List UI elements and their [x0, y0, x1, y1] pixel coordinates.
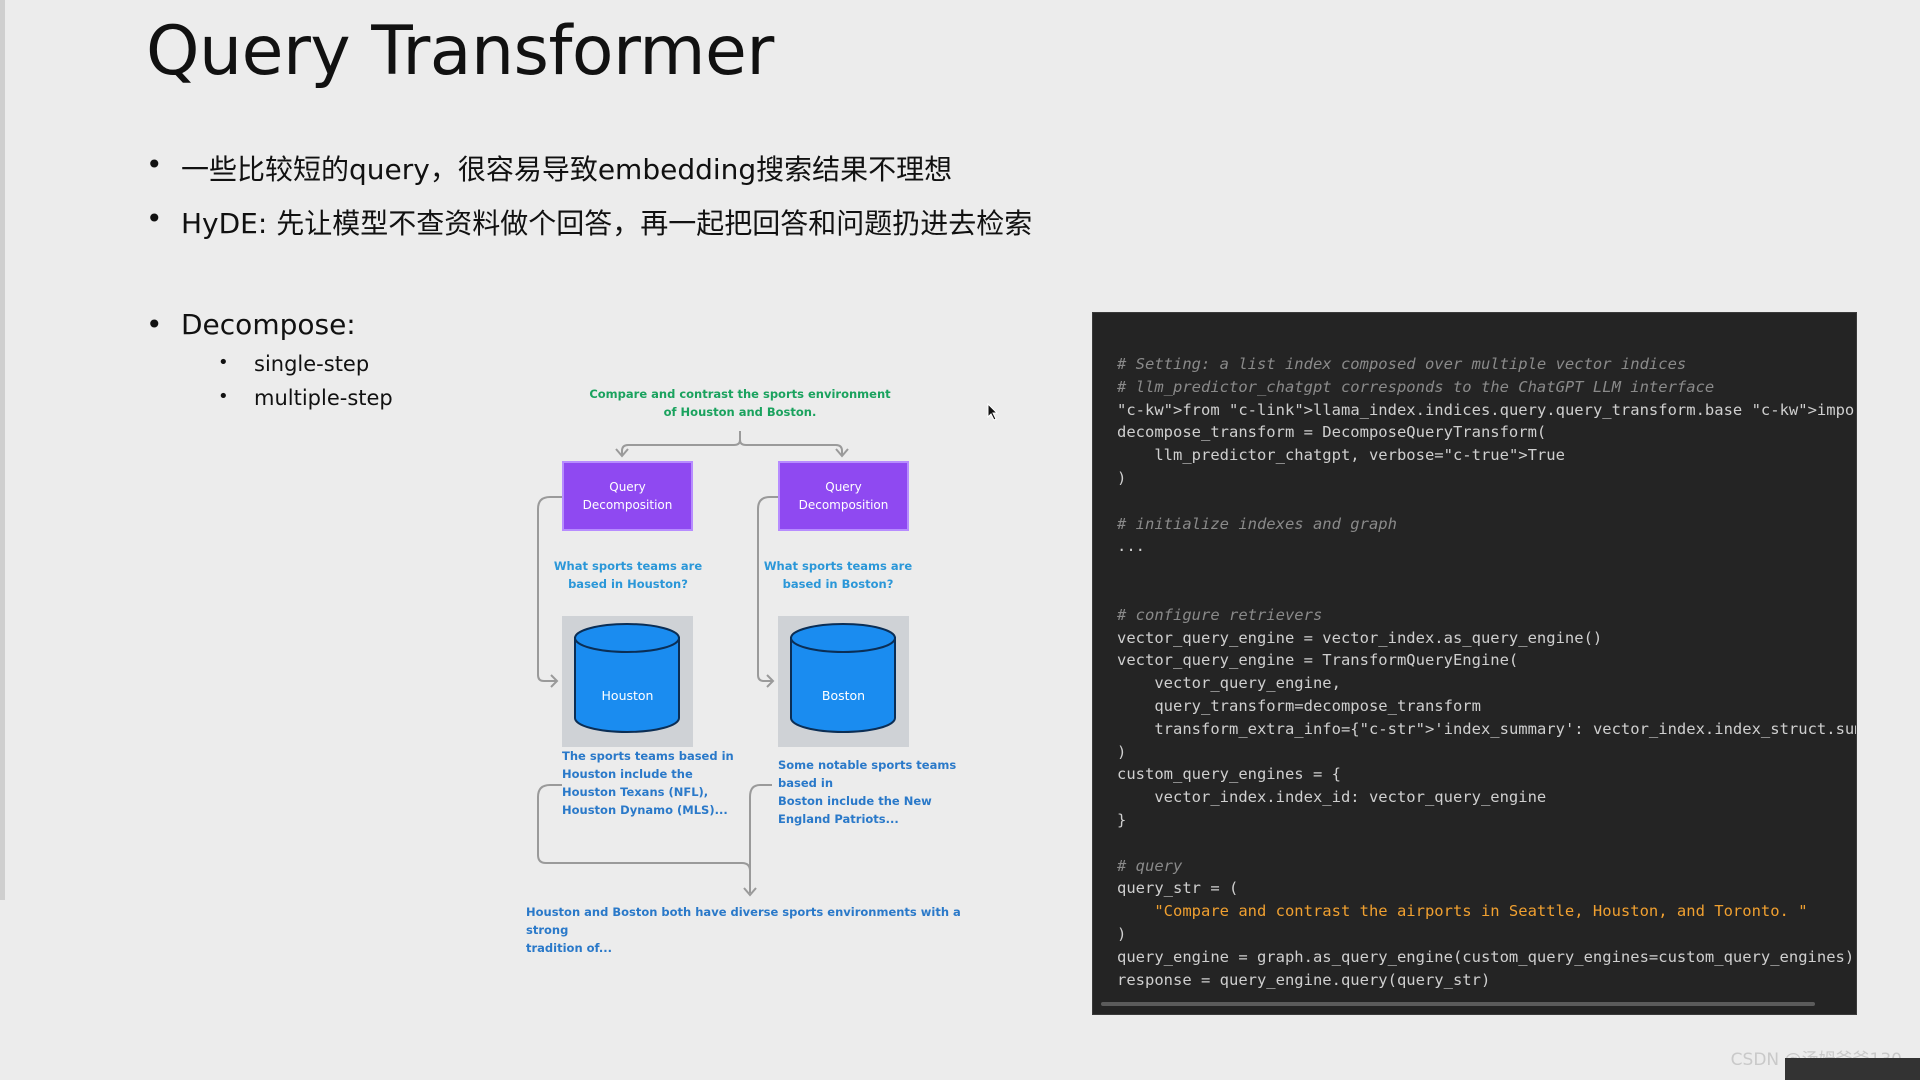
database-icon — [790, 623, 896, 733]
database-label: Boston — [821, 688, 866, 703]
answer-line: Boston include the New — [778, 794, 932, 808]
bullet-text: Decompose: — [181, 308, 356, 341]
slide-left-edge — [0, 0, 5, 900]
bullet-dot: • — [146, 148, 163, 181]
sub-bullet-text: single-step — [254, 352, 370, 376]
code-line: ​ — [1117, 558, 1856, 581]
question-line: based in Boston? — [782, 577, 894, 591]
answer-line: The sports teams based in — [562, 749, 734, 763]
bullet-dot: • — [218, 386, 229, 407]
horizontal-scrollbar[interactable] — [1101, 1002, 1815, 1006]
mouse-cursor-icon — [987, 402, 999, 425]
answer-line: Houston Dynamo (MLS)... — [562, 803, 728, 817]
diagram-top-prompt: Compare and contrast the sports environm… — [570, 385, 910, 421]
code-line: ​ — [1117, 832, 1856, 855]
box-line: Query — [609, 480, 646, 494]
database-boston: Boston — [778, 616, 909, 747]
box-line: Decomposition — [582, 498, 673, 512]
code-line: custom_query_engines = { — [1117, 765, 1341, 784]
code-line: # configure retrievers — [1117, 605, 1323, 624]
answer-line: tradition of... — [526, 941, 613, 955]
code-line: # initialize indexes and graph — [1117, 514, 1397, 533]
answer-boston: Some notable sports teams based in Bosto… — [778, 756, 998, 828]
code-line: "c-kw">from "c-link">llama_index.indices… — [1117, 400, 1856, 419]
query-decomposition-box-right: Query Decomposition — [778, 461, 909, 531]
code-line: response = query_engine.query(query_str) — [1117, 970, 1491, 989]
code-line: ) — [1117, 742, 1127, 761]
code-line: transform_extra_info={"c-str">'index_sum… — [1117, 719, 1856, 738]
bullet-dot: • — [146, 308, 163, 341]
code-line: ​ — [1117, 490, 1856, 513]
bullet-dot: • — [218, 352, 229, 373]
prompt-line: of Houston and Boston. — [663, 405, 817, 419]
code-line: vector_query_engine, — [1117, 674, 1341, 693]
sub-bullet-text: multiple-step — [254, 386, 393, 410]
query-decomposition-box-left: Query Decomposition — [562, 461, 693, 531]
code-line: } — [1117, 810, 1127, 829]
prompt-line: Compare and contrast the sports environm… — [589, 387, 891, 401]
decomposition-diagram: Compare and contrast the sports environm… — [520, 385, 1000, 955]
code-line: ) — [1117, 468, 1127, 487]
code-block: # Setting: a list index composed over mu… — [1117, 353, 1856, 991]
bullet-text: HyDE: 先让模型不查资料做个回答，再一起把回答和问题扔进去检索 — [181, 207, 1033, 240]
answer-line: Houston and Boston both have diverse spo… — [526, 905, 961, 937]
code-line: ) — [1117, 924, 1127, 943]
code-line: query_str = ( — [1117, 879, 1239, 898]
answer-line: England Patriots... — [778, 812, 899, 826]
database-label: Houston — [601, 688, 654, 703]
bullet-dot: • — [146, 202, 163, 235]
answer-houston: The sports teams based in Houston includ… — [562, 747, 762, 819]
code-line: "Compare and contrast the airports in Se… — [1154, 902, 1808, 921]
question-line: What sports teams are — [553, 559, 703, 573]
code-line: # Setting: a list index composed over mu… — [1117, 355, 1687, 373]
code-line: ​ — [1117, 581, 1856, 604]
code-line: vector_query_engine = vector_index.as_qu… — [1117, 628, 1603, 647]
code-line: decompose_transform = DecomposeQueryTran… — [1117, 423, 1547, 442]
database-houston: Houston — [562, 616, 693, 747]
code-line: vector_query_engine = TransformQueryEngi… — [1117, 651, 1519, 670]
code-line: vector_index.index_id: vector_query_engi… — [1117, 788, 1547, 807]
code-panel[interactable]: # Setting: a list index composed over mu… — [1092, 312, 1857, 1015]
answer-line: Some notable sports teams based in — [778, 758, 957, 790]
code-line: query_transform=decompose_transform — [1117, 696, 1481, 715]
database-icon — [574, 623, 680, 733]
sub-question-right: What sports teams are based in Boston? — [758, 557, 918, 593]
code-line: # llm_predictor_chatgpt corresponds to t… — [1117, 377, 1715, 396]
diagram-connectors — [537, 431, 849, 897]
answer-line: Houston include the — [562, 767, 693, 781]
corner-overlay — [1785, 1058, 1920, 1080]
code-line: ... — [1117, 537, 1145, 556]
box-line: Decomposition — [798, 498, 889, 512]
box-line: Query — [825, 480, 862, 494]
code-line: # query — [1117, 856, 1183, 875]
slide-title: Query Transformer — [146, 12, 774, 91]
question-line: What sports teams are — [763, 559, 913, 573]
question-line: based in Houston? — [568, 577, 688, 591]
answer-line: Houston Texans (NFL), — [562, 785, 709, 799]
final-answer: Houston and Boston both have diverse spo… — [526, 903, 996, 957]
code-line: llm_predictor_chatgpt, verbose="c-true">… — [1117, 446, 1565, 465]
code-line: query_engine = graph.as_query_engine(cus… — [1117, 947, 1855, 966]
sub-question-left: What sports teams are based in Houston? — [548, 557, 708, 593]
bullet-text: 一些比较短的query，很容易导致embedding搜索结果不理想 — [181, 153, 953, 186]
